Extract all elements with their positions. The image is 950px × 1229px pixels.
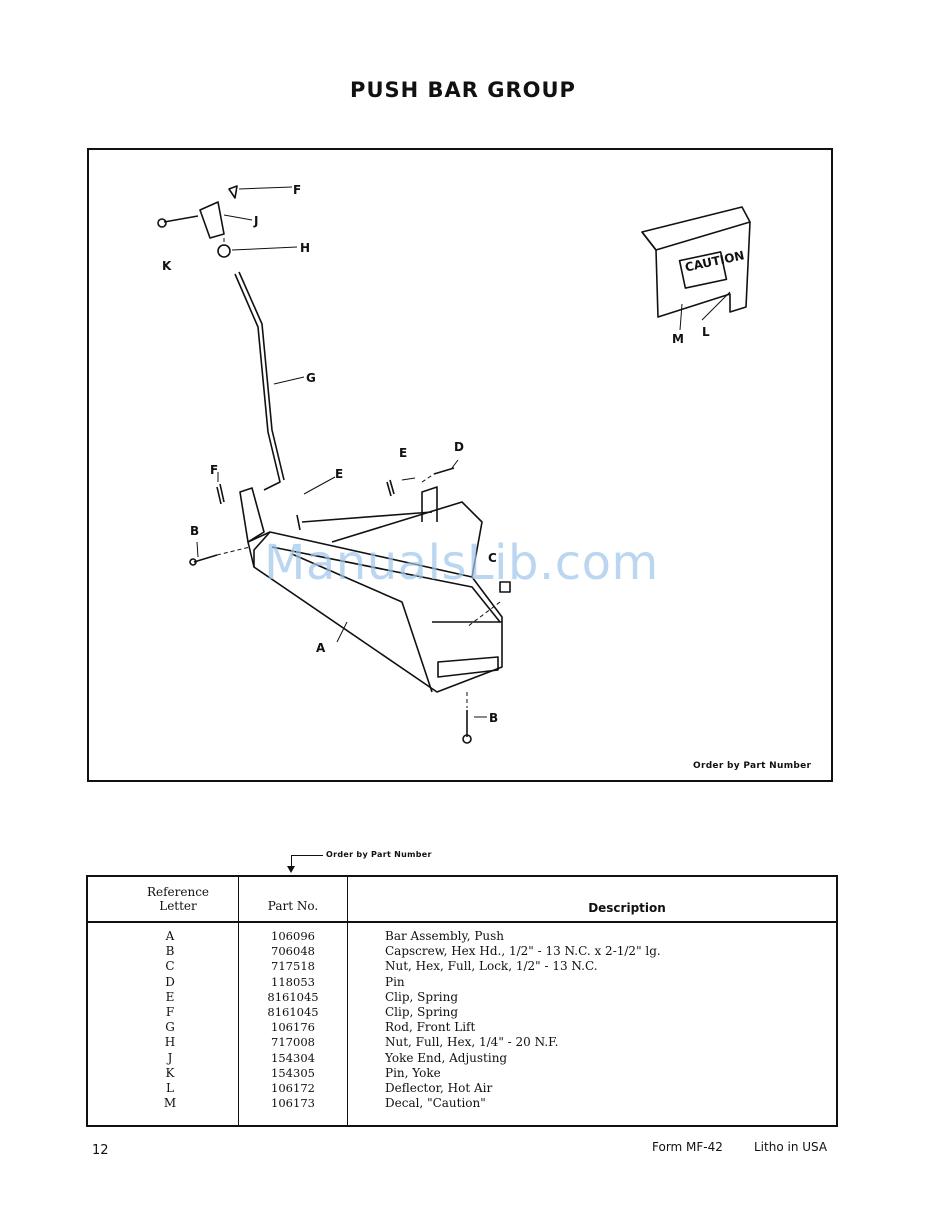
callout-f1: F [293, 183, 301, 197]
ref-letter: L [166, 1080, 174, 1095]
table-body: A 106096 Bar Assembly, Push B 706048 Capscre… [88, 929, 836, 1111]
hex-nut-h [217, 244, 231, 258]
part-number: 8161045 [267, 1004, 319, 1019]
ref-letter: C [165, 959, 175, 974]
form-number: Form MF-42 [652, 1140, 723, 1154]
callout-k: K [162, 259, 172, 273]
order-pointer-line [291, 855, 323, 856]
table-row: F 8161045 Clip, Spring [88, 1005, 836, 1020]
ref-letter: A [165, 929, 175, 943]
table-row: A 106096 Bar Assembly, Push [88, 929, 836, 944]
table-row: K 154305 Pin, Yoke [88, 1066, 836, 1081]
part-number: 106173 [271, 1096, 315, 1111]
adjusting-yoke [199, 201, 225, 239]
header-part-no: Part No. [267, 899, 319, 913]
part-number: 8161045 [267, 989, 319, 1004]
callout-c: C [488, 551, 497, 565]
callout-e1: E [335, 467, 343, 481]
page-title: PUSH BAR GROUP [350, 78, 576, 102]
part-description: Decal, "Caution" [385, 1096, 486, 1111]
decal-caution-text: CAUTION [684, 248, 746, 274]
header-reference-letter: Reference Letter [128, 885, 228, 913]
ref-letter: F [165, 1004, 175, 1019]
callout-b1: B [190, 524, 199, 538]
part-number: 106176 [271, 1020, 315, 1035]
table-row: H 717008 Nut, Full, Hex, 1/4" - 20 N.F. [88, 1035, 836, 1050]
callout-f2: F [210, 463, 218, 477]
part-number: 717518 [271, 959, 315, 974]
spring-clip-e1 [386, 479, 395, 497]
capscrew-left [193, 554, 218, 563]
ref-letter: E [165, 989, 175, 1004]
callout-e2: E [399, 446, 407, 460]
lock-nut-c [499, 581, 511, 593]
callout-g: G [306, 371, 316, 385]
callout-d: D [454, 440, 464, 454]
table-row: E 8161045 Clip, Spring [88, 990, 836, 1005]
part-number: 154305 [271, 1065, 315, 1080]
part-description: Clip, Spring [385, 1004, 459, 1019]
table-row: C 717518 Nut, Hex, Full, Lock, 1/2" - 13 N… [88, 959, 836, 974]
ref-letter: D [165, 974, 175, 989]
spring-clip-f [216, 483, 225, 505]
callout-m: M [672, 332, 684, 346]
order-pointer-stem [291, 855, 292, 869]
table-row: D 118053 Pin [88, 975, 836, 990]
callout-b2: B [489, 711, 498, 725]
callout-h: H [300, 241, 310, 255]
ref-letter: H [164, 1035, 176, 1050]
hot-air-deflector [641, 206, 751, 318]
part-description: Capscrew, Hex Hd., 1/2" - 13 N.C. x 2-1/… [385, 944, 661, 959]
part-description: Yoke End, Adjusting [385, 1050, 508, 1065]
litho-note: Litho in USA [754, 1140, 828, 1154]
column-divider [347, 877, 348, 1125]
yoke-pin [163, 215, 199, 223]
part-number: 118053 [271, 974, 315, 989]
parts-diagram: F J H K G F E E D B C A B M L CAUTION Ma… [87, 148, 833, 782]
part-description: Nut, Full, Hex, 1/4" - 20 N.F. [385, 1035, 559, 1050]
part-number: 154304 [271, 1050, 315, 1065]
ref-letter: K [165, 1065, 175, 1080]
table-row: J 154304 Yoke End, Adjusting [88, 1051, 836, 1066]
header-rule [88, 921, 836, 923]
exploded-view-drawing: F J H K G F E E D B C A B M L CAUTION [157, 183, 751, 744]
table-row: B 706048 Capscrew, Hex Hd., 1/2" - 13 N.C.… [88, 944, 836, 959]
header-ref-line2: Letter [159, 899, 197, 913]
ref-letter: B [165, 944, 175, 959]
part-number: 106172 [271, 1080, 315, 1095]
part-description: Rod, Front Lift [385, 1020, 476, 1035]
part-number: 106096 [271, 929, 315, 943]
part-number: 706048 [271, 944, 315, 959]
part-description: Clip, Spring [385, 989, 459, 1004]
table-row: G 106176 Rod, Front Lift [88, 1020, 836, 1035]
page-number: 12 [92, 1143, 109, 1158]
part-description: Deflector, Hot Air [385, 1080, 493, 1095]
header-ref-line1: Reference [146, 885, 210, 899]
table-row: M 106173 Decal, "Caution" [88, 1096, 836, 1111]
ref-letter: M [163, 1096, 177, 1111]
table-row: L 106172 Deflector, Hot Air [88, 1081, 836, 1096]
watermark: ManualsLib.com [264, 535, 659, 591]
part-description: Bar Assembly, Push [385, 929, 505, 943]
callout-j: J [253, 214, 258, 228]
part-description: Pin [385, 974, 405, 989]
pin-d [433, 467, 455, 475]
part-description: Nut, Hex, Full, Lock, 1/2" - 13 N.C. [385, 959, 598, 974]
table-order-note: Order by Part Number [326, 850, 432, 859]
parts-table: Reference Letter Part No. Description A 1… [86, 875, 838, 1127]
callout-a: A [316, 641, 326, 655]
ref-letter: J [167, 1050, 173, 1065]
column-divider [238, 877, 239, 1125]
push-bar-assembly [247, 531, 503, 693]
spring-clip-e2 [296, 514, 301, 531]
callout-l: L [702, 325, 710, 339]
caution-decal [678, 251, 728, 289]
order-pointer-arrow-icon [287, 866, 295, 873]
part-description: Pin, Yoke [385, 1065, 441, 1080]
header-description: Description [588, 901, 666, 915]
front-lift-rod [234, 273, 281, 491]
part-number: 717008 [271, 1035, 315, 1050]
figure-order-note: Order by Part Number [693, 761, 812, 771]
ref-letter: G [165, 1020, 175, 1035]
